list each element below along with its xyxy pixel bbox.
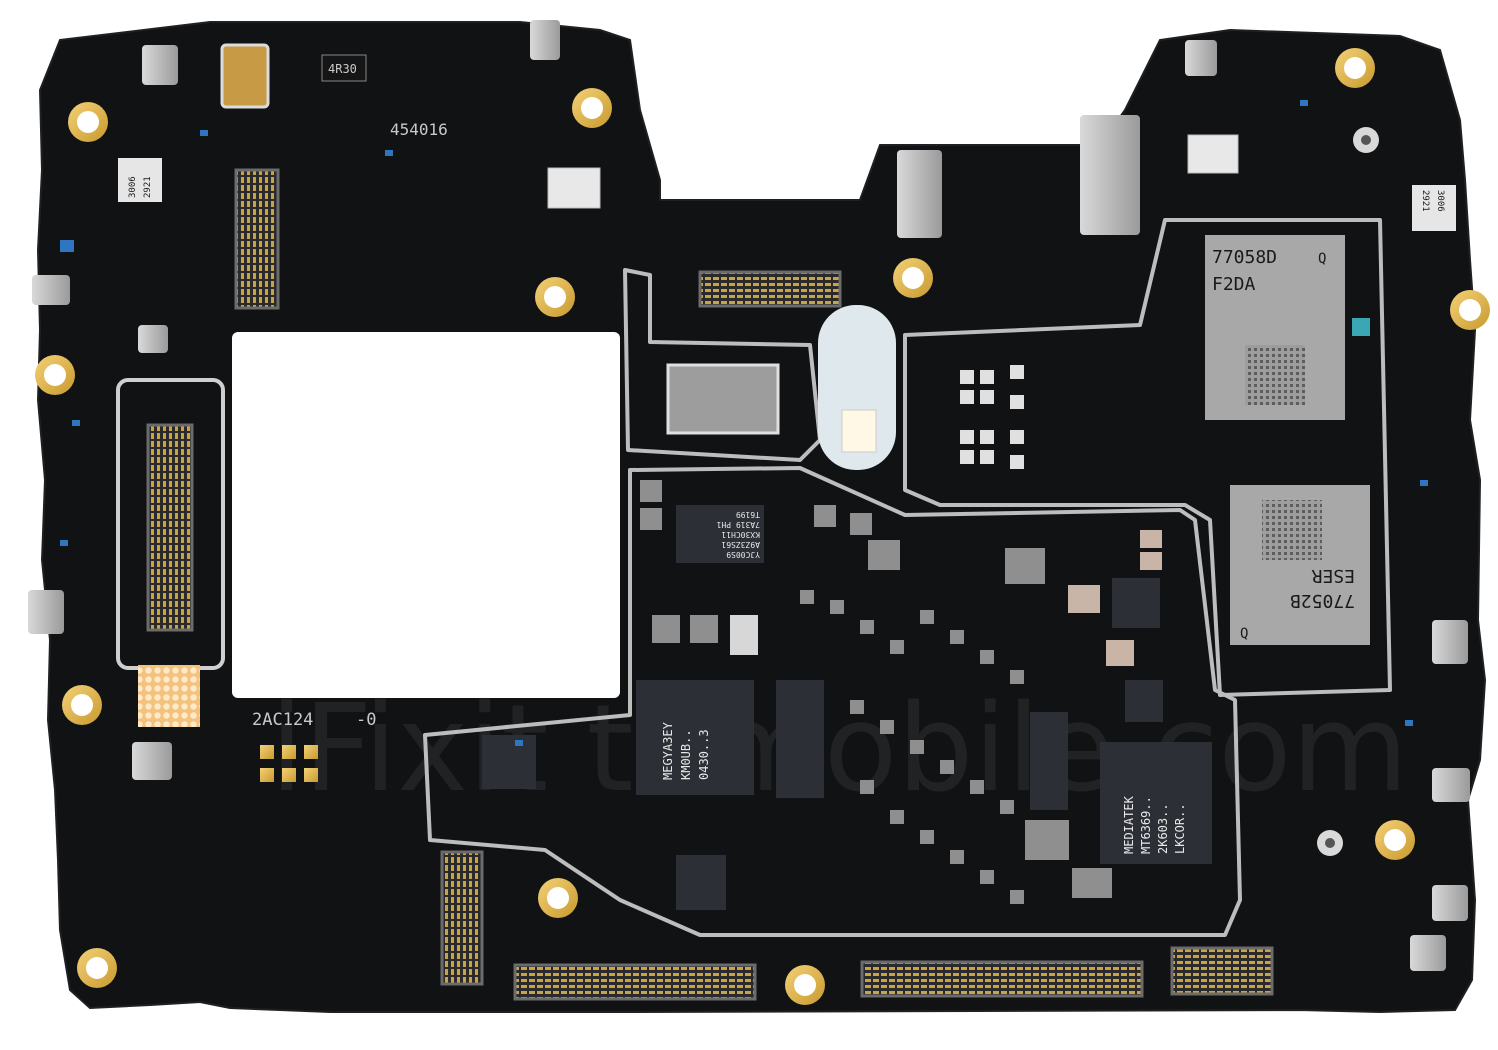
memory-line3: 0430..3 — [697, 729, 711, 780]
code-chip-left: 3006 2921 — [118, 158, 162, 202]
test-pads — [260, 745, 318, 782]
small-chip-line4: 7A319 PH1 — [716, 520, 760, 529]
memory-chip: MEGYA3EY KM0UB.. 0430..3 — [636, 680, 754, 795]
code-right-a: 3006 — [1435, 190, 1445, 212]
rf-bottom-line2: ESER — [1311, 565, 1355, 586]
spring-contacts — [28, 20, 1470, 971]
revision-suffix: -0 — [356, 710, 376, 730]
gold-capacitor — [220, 43, 270, 109]
memory-line2: KM0UB.. — [679, 729, 693, 780]
code-chip-right: 3006 2921 — [1412, 185, 1456, 231]
flash-led — [841, 409, 877, 453]
memory-line1: MEGYA3EY — [661, 721, 675, 780]
sensor-top-left — [547, 167, 601, 209]
pmic-line3: 2K603.. — [1156, 803, 1170, 854]
small-chip-line1: YJC00S9 — [726, 550, 760, 559]
rf-top-line2: F2DA — [1212, 274, 1256, 295]
metal-can-top — [666, 363, 780, 435]
small-chip-line5: T6199 — [736, 510, 760, 519]
code-left-a: 3006 — [128, 176, 138, 198]
small-chip-line2: A9Z3ZS61 — [721, 540, 760, 549]
top-left-connector — [234, 168, 280, 310]
revision-label: 2AC124 — [252, 710, 313, 730]
rf-bottom-line1: 77052B — [1290, 590, 1355, 611]
code-right-b: 2921 — [1420, 190, 1430, 212]
top-middle-connector — [698, 270, 842, 308]
display-connector — [116, 378, 225, 727]
coax-connectors — [1317, 127, 1379, 856]
pmic-line4: LKCOR.. — [1173, 803, 1187, 854]
small-chip: YJC00S9 A9Z3ZS61 KX30CH11 7A319 PH1 T619… — [676, 505, 764, 563]
rf-module-bottom: 77052B ESER Q — [1230, 485, 1370, 645]
inductor-4r30 — [321, 54, 367, 82]
code-left-b: 2921 — [143, 176, 153, 198]
inductor-label: 4R30 — [328, 62, 357, 76]
bottom-left-connector — [513, 963, 757, 1001]
misc-chips — [482, 578, 1163, 910]
sensor-top-right — [1187, 134, 1239, 174]
watermark-text: iFixit tomobile.com — [270, 680, 1408, 819]
rf-top-line1: 77058D — [1212, 247, 1277, 268]
camera-cutout — [232, 332, 620, 698]
pmic-line1: MEDIATEK — [1122, 795, 1136, 854]
pmic-line2: MT6369.. — [1139, 796, 1153, 854]
bottom-right-connector — [1170, 946, 1274, 996]
lower-left-connector — [440, 850, 484, 986]
shield-frames — [423, 218, 1392, 937]
rf-top-mark: Q — [1318, 251, 1326, 267]
board-number: 454016 — [390, 120, 448, 139]
bottom-middle-connector — [860, 960, 1144, 998]
rf-module-top: 77058D F2DA Q — [1205, 235, 1345, 420]
blue-components — [60, 100, 1428, 746]
mounting-holes — [35, 48, 1490, 1005]
small-chip-line3: KX30CH11 — [721, 530, 760, 539]
pmic-chip: MEDIATEK MT6369.. 2K603.. LKCOR.. — [1100, 742, 1212, 864]
rf-bottom-mark: Q — [1240, 626, 1248, 642]
passive-components — [640, 365, 1162, 904]
